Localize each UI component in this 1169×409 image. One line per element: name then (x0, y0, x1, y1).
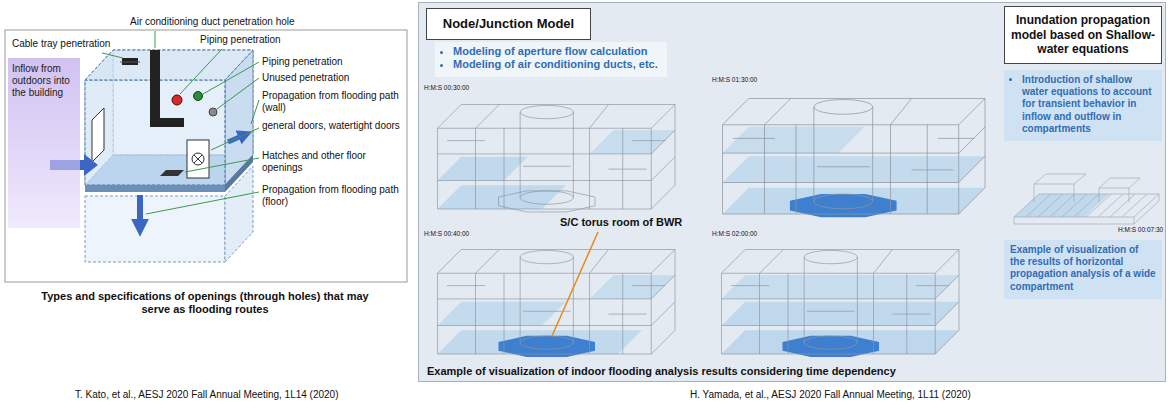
door-symbol (92, 108, 104, 162)
timestamp: H:M:S 00:07:30 (1118, 226, 1164, 234)
unused-hole-symbol (209, 108, 217, 116)
label-text: S/C torus room of BWR (560, 216, 682, 228)
leader-line (251, 100, 259, 124)
model-title-box: Node/Junction Model (426, 8, 591, 40)
bullet-box: Introduction of shallow water equations … (1004, 70, 1162, 141)
bullet-box: Modeling of aperture flow calculationMod… (435, 42, 667, 77)
flood-render (438, 105, 676, 212)
callout-label: Cable tray penetration (12, 38, 132, 50)
bullet-text: Modeling of air conditioning ducts, etc. (453, 58, 661, 71)
label-text: Unused penetration (262, 72, 349, 83)
bullet-list: Modeling of aperture flow calculationMod… (441, 45, 661, 72)
pipe-symbol (194, 92, 203, 101)
callout-label: Unused penetration (262, 72, 402, 84)
lower-room (225, 166, 253, 262)
pipe-symbol (172, 95, 182, 105)
label-text: H:M:S 02:00:00 (712, 230, 757, 237)
timestamp: H:M:S 00:30:00 (424, 84, 504, 92)
room-box (85, 50, 253, 262)
lower-room (85, 196, 225, 262)
label-text: Propagation from flooding path (floor) (262, 184, 399, 207)
timestamp: H:M:S 00:40:00 (424, 230, 504, 238)
ceiling (85, 50, 253, 80)
leader-line (185, 158, 259, 172)
panel-ground (418, 2, 1166, 382)
penetrations (92, 50, 217, 178)
leader-line (102, 53, 123, 58)
label-text: Types and specifications of openings (th… (41, 290, 368, 315)
leader-line (203, 62, 259, 94)
callout-label: Propagation from flooding path (floor) (262, 184, 402, 208)
label-text: H:M:S 00:07:30 (1118, 226, 1163, 233)
label-text: Cable tray penetration (12, 38, 110, 49)
wide-compartment-render (1014, 174, 1159, 224)
watertight-door-symbol (192, 153, 204, 165)
label-text: H:M:S 00:40:00 (424, 230, 469, 237)
watertight-door-symbol (194, 155, 202, 163)
callout-label: general doors, watertight doors (262, 120, 402, 132)
floor-flow-arrow (137, 195, 143, 226)
timestamp: H:M:S 02:00:00 (712, 230, 792, 238)
leader-lines (102, 31, 259, 214)
illustration-frame (5, 30, 407, 282)
cable-tray-symbol (120, 62, 140, 63)
figure-caption: Types and specifications of openings (th… (40, 290, 370, 316)
leader-line (155, 31, 156, 48)
label-text: Hatches and other floor openings (262, 150, 366, 173)
leader-line (146, 192, 259, 214)
callout-label: S/C torus room of BWR (560, 216, 720, 229)
leader-line (552, 232, 598, 336)
bullet-text: Modeling of aperture flow calculation (453, 45, 661, 58)
callout-label: Air conditioning duct penetration hole (130, 16, 335, 28)
box-text: Example of visualization of indoor flood… (427, 365, 1157, 378)
duct-symbol (150, 118, 184, 127)
bullet-text: Introduction of shallow water equations … (1022, 74, 1156, 135)
outdoor-region: Inflow from outdoors into the building (8, 58, 80, 228)
callout-label: Piping penetration (200, 34, 300, 46)
timestamp: H:M:S 01:30:00 (712, 76, 792, 84)
leader-line (211, 128, 259, 150)
callout-label: Hatches and other floor openings (262, 150, 402, 174)
watertight-door-symbol (187, 140, 209, 178)
callout-label: Piping penetration (262, 56, 402, 68)
citation: H. Yamada, et al., AESJ 2020 Fall Annual… (690, 389, 1030, 401)
model-title-box: Inundation propagation model based on Sh… (1004, 6, 1162, 64)
box-text: Example of visualization of the results … (1010, 244, 1156, 293)
label-text: Piping penetration (262, 56, 343, 67)
hatch-symbol (160, 170, 184, 176)
callout-label: Propagation from flooding path (wall) (262, 90, 402, 114)
box-text: Node/Junction Model (431, 16, 586, 32)
flood-render (722, 250, 960, 357)
box-text: Inflow from outdoors into the building (12, 63, 76, 100)
flood-render (438, 250, 676, 357)
duct-symbol (150, 50, 160, 120)
label-text: general doors, watertight doors (262, 120, 400, 131)
label-text: H:M:S 00:30:00 (424, 84, 469, 91)
citation: T. Kato, et al., AESJ 2020 Fall Annual M… (75, 389, 405, 401)
bullet-list: Introduction of shallow water equations … (1010, 74, 1156, 135)
label-text: H:M:S 01:30:00 (712, 76, 757, 83)
label-text: Air conditioning duct penetration hole (130, 16, 295, 27)
label-text: Propagation from flooding path (wall) (262, 90, 399, 113)
caption-box: Example of visualization of the results … (1004, 240, 1162, 299)
floor-slab (85, 185, 225, 192)
label-text: T. Kato, et al., AESJ 2020 Fall Annual M… (75, 389, 339, 400)
figure-panel: Example of visualization of indoor flood… (418, 2, 1166, 382)
label-text: H. Yamada, et al., AESJ 2020 Fall Annual… (690, 389, 971, 400)
box-text: Inundation propagation model based on Sh… (1009, 13, 1157, 57)
leader-line (217, 78, 259, 109)
label-text: Piping penetration (200, 34, 281, 45)
flood-render (723, 99, 986, 218)
